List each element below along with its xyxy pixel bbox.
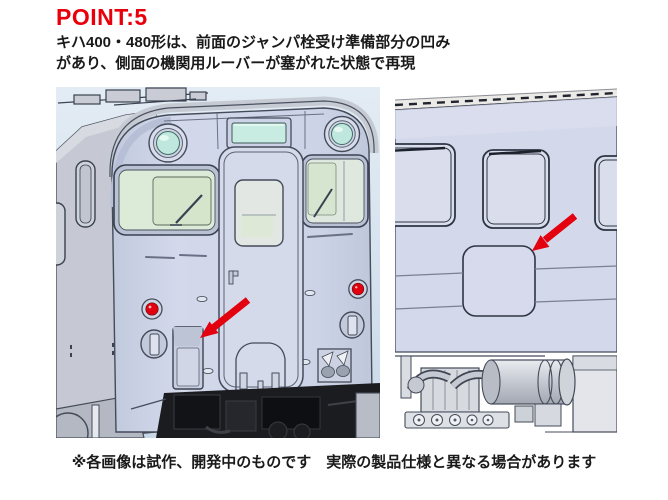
front-view-image — [56, 87, 380, 438]
destination-sign — [226, 117, 292, 149]
tail-light-left-icon — [141, 298, 163, 320]
blanked-louver-panel — [462, 245, 536, 317]
door-step-arch — [235, 342, 286, 390]
handrail-post — [91, 404, 100, 438]
underfloor-machinery — [395, 355, 617, 433]
windshield-right — [301, 154, 369, 228]
headlight-right-icon — [323, 115, 361, 153]
side-rivet-marks — [70, 343, 114, 357]
side-window-partial — [56, 202, 66, 266]
body-seam-lines — [395, 265, 617, 310]
roof-equipment — [57, 87, 209, 106]
train-front-illustration — [56, 87, 380, 438]
wiper-left — [175, 194, 203, 224]
wiper-right — [313, 188, 333, 218]
wheel-outline — [56, 412, 89, 438]
undercarriage — [130, 383, 380, 438]
jumper-panel-recess — [172, 326, 204, 390]
point-heading: POINT:5 — [56, 4, 148, 30]
disclaimer-text: ※各画像は試作、開発中のものです 実際の製品仕様と異なる場合があります — [71, 454, 597, 471]
side-view-image — [395, 88, 617, 437]
bolt-centers — [417, 418, 490, 422]
train-side-illustration — [395, 88, 617, 437]
tail-light-right-icon — [348, 279, 368, 299]
recessed-handle-right — [339, 311, 365, 339]
rain-gutter-dashed-line — [395, 91, 617, 107]
description-line-2: があり、側面の機関用ルーバーが塞がれた状態で再現 — [56, 55, 416, 72]
grab-irons — [145, 233, 353, 259]
windshield-left — [113, 164, 221, 236]
horn-grille — [317, 348, 352, 383]
feature-description: キハ400・480形は、前面のジャンパ栓受け準備部分の凹みがあり、側面の機関用ル… — [56, 32, 616, 74]
side-windows — [395, 143, 617, 231]
red-arrow-icon — [200, 297, 251, 338]
recessed-handle-left — [140, 329, 168, 359]
front-door — [218, 146, 304, 393]
red-arrow-icon — [532, 213, 578, 251]
description-line-1: キハ400・480形は、前面のジャンパ栓受け準備部分の凹み — [56, 34, 451, 51]
headlight-left-icon — [148, 123, 188, 163]
